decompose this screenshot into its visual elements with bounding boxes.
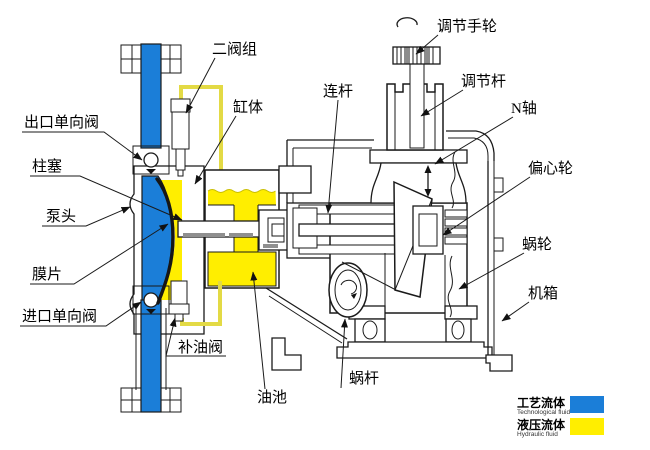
part-labels: 出口单向阀 柱塞 泵头 膜片 进口单向阀 补油阀 油池 二阀组 缸体 连杆 调节… — [22, 18, 573, 406]
housing-stub — [278, 165, 312, 194]
rotation-icon — [396, 17, 418, 28]
leader-plunger — [30, 175, 183, 221]
label-oil-supply-valve: 补油阀 — [178, 339, 223, 356]
label-diaphragm: 膜片 — [32, 266, 62, 283]
label-two-valve-group: 二阀组 — [212, 41, 257, 58]
legend: 工艺流体 Technological fluid 液压流体 Hydraulic … — [517, 395, 604, 438]
leader-eccentric-wheel — [442, 176, 531, 236]
label-outlet-check-valve: 出口单向阀 — [24, 114, 99, 131]
label-worm-wheel: 蜗轮 — [522, 236, 552, 253]
oil-supply-valve-assembly — [168, 280, 222, 326]
leader-oil-pool — [250, 271, 266, 390]
oil-pool-chamber — [207, 251, 277, 287]
adjusting-rod-shape — [409, 63, 425, 149]
leader-diaphragm — [30, 223, 169, 285]
leader-machine-case — [501, 301, 530, 322]
legend-label-hydraulic-fluid: 液压流体 — [517, 417, 566, 432]
eccentric-assembly — [341, 151, 468, 318]
legend-sublabel-process-fluid: Technological fluid — [517, 409, 571, 416]
label-adjusting-handwheel: 调节手轮 — [437, 18, 497, 35]
leader-lines — [20, 34, 531, 390]
case-foot — [485, 354, 513, 372]
legend-swatch-hydraulic-fluid — [570, 418, 604, 435]
leader-n-shaft — [434, 116, 514, 165]
label-worm: 蜗杆 — [349, 370, 379, 387]
leader-adjusting-handwheel — [415, 34, 439, 55]
n-shaft-stroke-arrow — [424, 165, 432, 197]
left-foot — [271, 337, 302, 371]
inlet-valve-ball — [143, 292, 159, 308]
worm-spiral-icon — [340, 279, 358, 295]
outlet-valve-ball — [143, 152, 159, 168]
label-adjusting-rod: 调节杆 — [461, 73, 506, 90]
hydraulic-side-fluid — [157, 180, 182, 300]
leader-connecting-rod — [325, 99, 339, 214]
discharge-pipe — [140, 43, 162, 149]
bearing-cap-right — [444, 305, 478, 320]
case-top-bracket — [446, 130, 495, 161]
bottom-flange — [120, 387, 182, 413]
label-plunger: 柱塞 — [32, 157, 62, 175]
legend-label-process-fluid: 工艺流体 — [517, 395, 566, 410]
base-plate — [336, 341, 493, 359]
leader-two-valve-group — [185, 57, 216, 114]
hydraulic-pipe-top — [179, 85, 223, 171]
worm-assembly — [328, 262, 368, 318]
label-eccentric-wheel: 偏心轮 — [528, 160, 573, 177]
leader-inlet-check-valve — [20, 301, 142, 327]
legend-sublabel-hydraulic-fluid: Hydraulic fluid — [517, 431, 558, 438]
eccentric-collar — [412, 205, 444, 255]
label-inlet-check-valve: 进口单向阀 — [22, 308, 97, 325]
leader-outlet-check-valve — [22, 131, 143, 161]
label-cylinder-body: 缸体 — [233, 98, 263, 116]
two-valve-group-assembly — [170, 85, 223, 177]
cylinder-block — [177, 169, 300, 289]
tower-flange — [369, 149, 468, 164]
leader-cylinder-body — [194, 115, 237, 185]
leader-adjusting-rod — [420, 89, 464, 117]
oil-reservoir-upper — [208, 189, 276, 205]
label-connecting-rod: 连杆 — [323, 83, 353, 100]
legend-swatch-process-fluid — [570, 396, 604, 413]
label-pump-head: 泵头 — [46, 208, 76, 225]
suction-pipe — [140, 299, 162, 413]
leader-pump-head — [42, 206, 131, 227]
label-oil-pool: 油池 — [257, 389, 287, 406]
diaphragm-membrane — [155, 177, 175, 305]
label-n-shaft: N轴 — [511, 100, 537, 117]
leader-worm-wheel — [458, 252, 525, 290]
label-machine-case: 机箱 — [528, 285, 558, 302]
leader-oil-supply-valve — [165, 317, 226, 357]
leader-worm — [340, 318, 349, 389]
top-flange — [120, 44, 182, 74]
